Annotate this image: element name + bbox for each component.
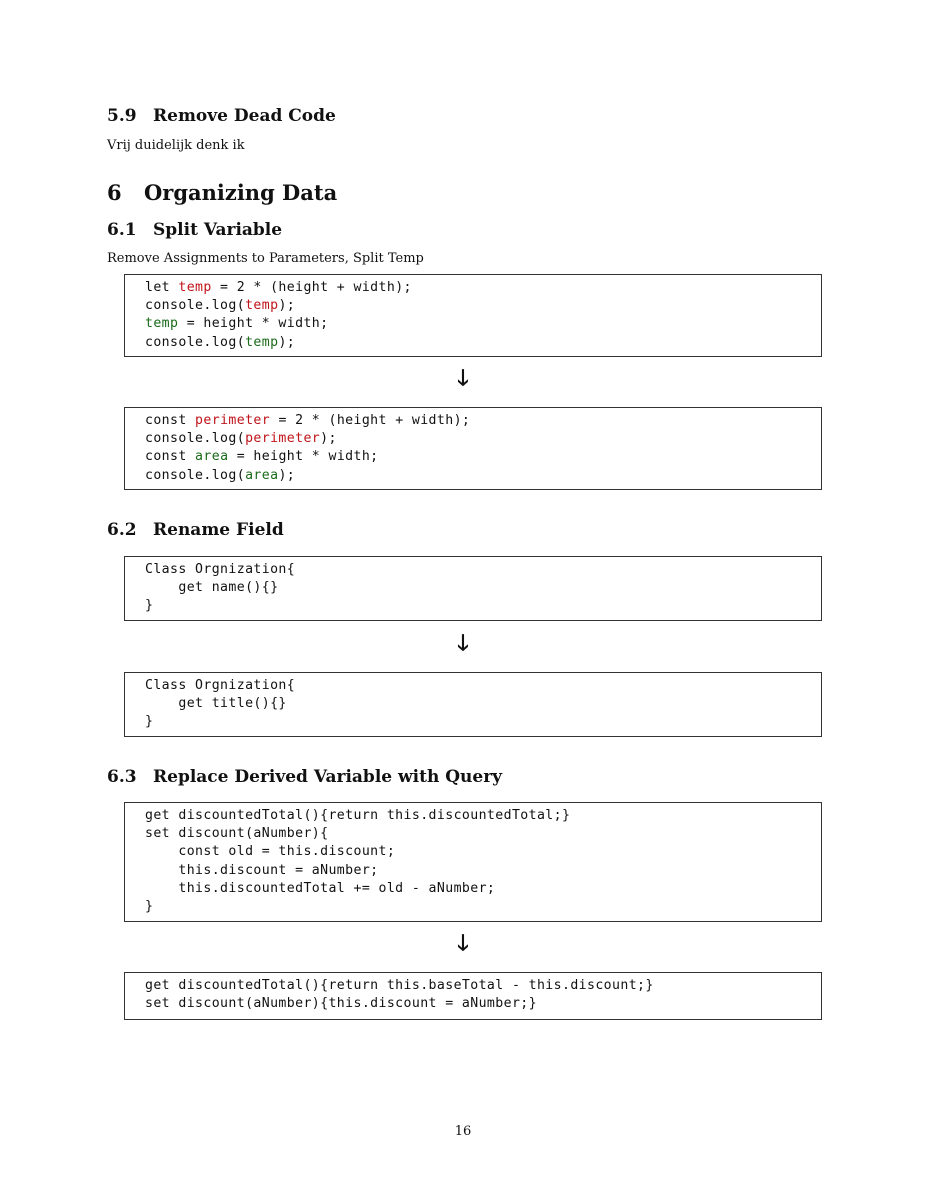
code-line: } bbox=[145, 714, 154, 730]
code-line: Class Orgnization{ bbox=[145, 678, 296, 693]
code-line: set discount(aNumber){this.discount = aN… bbox=[145, 996, 537, 1012]
section-6-1-text: Remove Assignments to Parameters, Split … bbox=[107, 251, 424, 266]
section-title: Organizing Data bbox=[144, 180, 338, 205]
arrow-down-icon: 🡓 bbox=[457, 631, 469, 656]
code-block-derived-variable-after: get discountedTotal(){return this.baseTo… bbox=[124, 972, 822, 1020]
section-number: 6.3 bbox=[107, 767, 137, 787]
code-line: console.log(area); bbox=[145, 467, 296, 483]
code-line: get title(){} bbox=[145, 696, 287, 712]
code-line: console.log(temp); bbox=[145, 298, 296, 314]
code-block-rename-field-before: Class Orgnization{ get name(){} } bbox=[124, 556, 822, 621]
code-line: set discount(aNumber){ bbox=[145, 826, 329, 842]
section-title: Rename Field bbox=[153, 520, 284, 540]
code-block-derived-variable-before: get discountedTotal(){return this.discou… bbox=[124, 802, 822, 922]
code-line: get discountedTotal(){return this.baseTo… bbox=[145, 978, 654, 993]
code-line: console.log(temp); bbox=[145, 334, 296, 350]
section-title: Split Variable bbox=[153, 220, 283, 240]
section-title: Remove Dead Code bbox=[153, 106, 336, 126]
section-6-1-heading: 6.1 Split Variable bbox=[107, 220, 282, 240]
code-line: temp = height * width; bbox=[145, 316, 329, 332]
section-5-9-text: Vrij duidelijk denk ik bbox=[107, 138, 245, 153]
section-title: Replace Derived Variable with Query bbox=[153, 767, 503, 787]
section-6-3-heading: 6.3 Replace Derived Variable with Query bbox=[107, 767, 502, 787]
section-number: 6.2 bbox=[107, 520, 137, 540]
code-line: this.discountedTotal += old - aNumber; bbox=[145, 880, 496, 896]
section-6-heading: 6 Organizing Data bbox=[107, 180, 337, 205]
code-block-rename-field-after: Class Orgnization{ get title(){} } bbox=[124, 672, 822, 737]
code-block-split-variable-after: const perimeter = 2 * (height + width); … bbox=[124, 407, 822, 490]
arrow-down-icon: 🡓 bbox=[457, 931, 469, 956]
section-number: 5.9 bbox=[107, 106, 137, 126]
code-line: let temp = 2 * (height + width); bbox=[145, 280, 412, 295]
code-block-split-variable-before: let temp = 2 * (height + width); console… bbox=[124, 274, 822, 357]
code-line: Class Orgnization{ bbox=[145, 562, 296, 577]
code-line: get discountedTotal(){return this.discou… bbox=[145, 808, 571, 823]
section-6-2-heading: 6.2 Rename Field bbox=[107, 520, 284, 540]
code-line: get name(){} bbox=[145, 580, 279, 596]
section-5-9-heading: 5.9 Remove Dead Code bbox=[107, 106, 336, 126]
code-line: const perimeter = 2 * (height + width); bbox=[145, 413, 471, 428]
section-number: 6.1 bbox=[107, 220, 137, 240]
section-number: 6 bbox=[107, 180, 122, 205]
code-line: const area = height * width; bbox=[145, 449, 379, 465]
code-line: } bbox=[145, 598, 154, 614]
page-number: 16 bbox=[454, 1124, 472, 1139]
code-line: this.discount = aNumber; bbox=[145, 862, 379, 878]
code-line: const old = this.discount; bbox=[145, 844, 396, 860]
arrow-down-icon: 🡓 bbox=[457, 366, 469, 391]
code-line: console.log(perimeter); bbox=[145, 431, 337, 447]
code-line: } bbox=[145, 898, 154, 914]
